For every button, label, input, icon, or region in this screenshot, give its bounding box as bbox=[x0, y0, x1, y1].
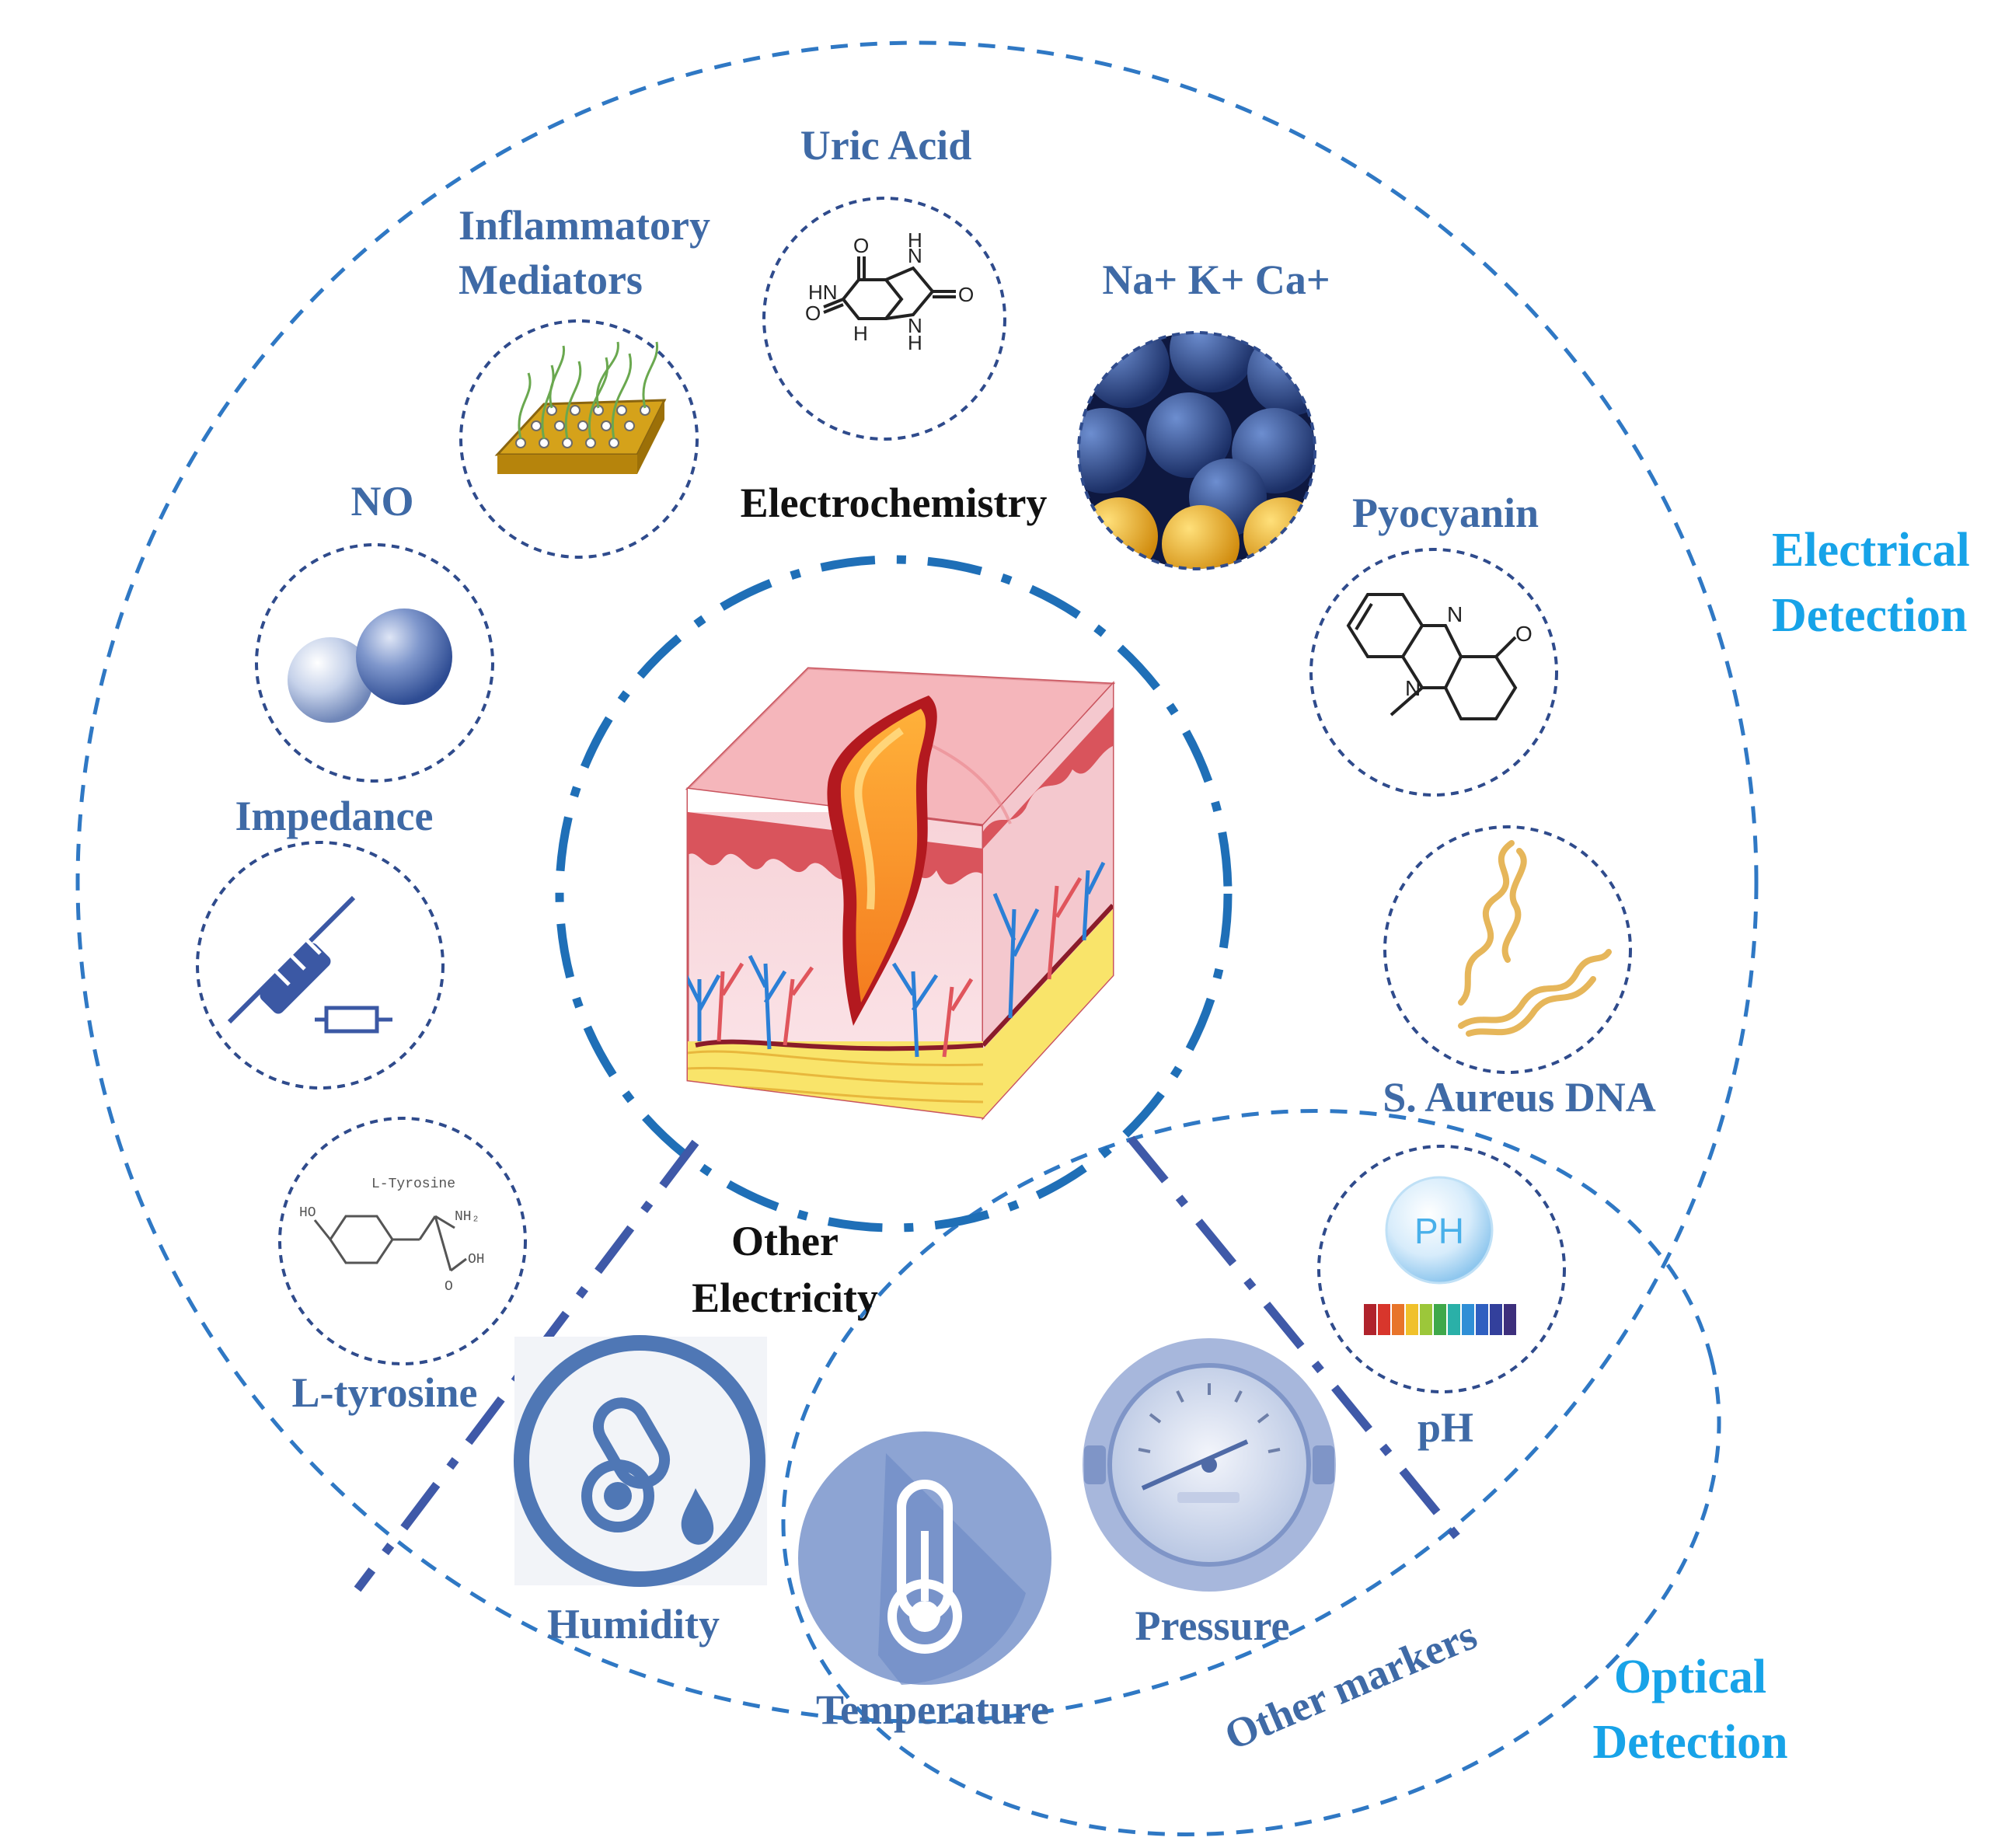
label-impedance: Impedance bbox=[235, 793, 434, 839]
optical-detection-boundary bbox=[781, 1109, 1721, 1836]
inflammatory-circle bbox=[459, 319, 699, 559]
uric-acid-circle bbox=[762, 197, 1006, 441]
no-circle bbox=[255, 543, 494, 783]
other-electricity-divider-left bbox=[354, 1139, 699, 1592]
electrode-array-icon bbox=[494, 341, 667, 474]
l-tyrosine-structure bbox=[313, 1215, 467, 1272]
uric-acid-structure bbox=[823, 256, 956, 320]
center-dashdot-circle bbox=[555, 555, 1233, 1233]
tyr-oh: OH bbox=[468, 1252, 485, 1267]
uric-acid-atoms: O HN O H N H N H O bbox=[805, 228, 974, 354]
uric-o-left: O bbox=[805, 302, 821, 325]
uric-h-bottom: H bbox=[853, 322, 868, 345]
uric-n-top: N bbox=[908, 244, 922, 267]
tyr-ho: HO bbox=[299, 1205, 316, 1221]
tyr-nh2: NH₂ bbox=[455, 1209, 479, 1225]
humidity-icon bbox=[514, 1335, 765, 1587]
label-ions: Na+ K+ Ca+ bbox=[1102, 256, 1330, 303]
no-molecule-icon bbox=[288, 608, 452, 723]
impedance-circle bbox=[196, 841, 445, 1090]
title-optical-1: Optical bbox=[1614, 1651, 1766, 1703]
label-electrochemistry: Electrochemistry bbox=[741, 479, 1048, 526]
uric-hn: HN bbox=[808, 281, 838, 304]
pyocyanin-circle bbox=[1309, 548, 1558, 797]
label-ph: pH bbox=[1417, 1404, 1473, 1451]
uric-n-right: N bbox=[908, 314, 922, 337]
category-labels: Electrochemistry Other Electricity bbox=[692, 479, 1047, 1321]
uric-h-top: H bbox=[908, 228, 922, 252]
pressure-gauge-icon bbox=[1083, 1338, 1336, 1592]
region-titles: Electrical Detection Optical Detection bbox=[1592, 524, 1969, 1769]
ph-circle bbox=[1317, 1145, 1566, 1393]
label-other-electricity-2: Electricity bbox=[692, 1274, 878, 1321]
pyo-n-top: N bbox=[1447, 602, 1463, 626]
temperature-icon bbox=[798, 1431, 1051, 1685]
label-uric-acid: Uric Acid bbox=[800, 122, 971, 169]
dna-circle bbox=[1383, 825, 1632, 1074]
label-pressure: Pressure bbox=[1135, 1602, 1290, 1649]
electrical-detection-boundary bbox=[75, 40, 1759, 1724]
l-tyrosine-atoms: L-Tyrosine HO NH₂ OH O bbox=[299, 1177, 485, 1295]
pyocyanin-atoms: N N O bbox=[1405, 602, 1533, 700]
skin-wound-illustration bbox=[685, 667, 1116, 1121]
label-no: NO bbox=[351, 478, 414, 525]
uric-o-top: O bbox=[853, 234, 869, 257]
ph-badge-text: PH bbox=[1414, 1211, 1464, 1251]
l-tyrosine-circle bbox=[278, 1117, 527, 1365]
label-l-tyrosine: L-tyrosine bbox=[292, 1369, 478, 1416]
tyr-title: L-Tyrosine bbox=[371, 1177, 455, 1192]
label-pyocyanin: Pyocyanin bbox=[1352, 490, 1539, 536]
pyo-n-bottom: N bbox=[1405, 676, 1421, 700]
label-temperature: Temperature bbox=[816, 1686, 1049, 1733]
uric-h-right: H bbox=[908, 331, 922, 354]
label-other-electricity-1: Other bbox=[731, 1218, 839, 1264]
resistor-icon bbox=[227, 895, 392, 1034]
title-electrical-2: Detection bbox=[1772, 589, 1967, 642]
uric-o-right: O bbox=[958, 283, 974, 306]
tyr-o: O bbox=[445, 1279, 453, 1295]
ions-sphere-icon bbox=[1077, 331, 1316, 570]
title-electrical-1: Electrical bbox=[1772, 524, 1970, 577]
pyocyanin-structure bbox=[1346, 593, 1518, 720]
dna-helix-icon bbox=[1458, 840, 1612, 1037]
other-electricity-divider-right bbox=[1127, 1135, 1469, 1550]
label-inflammatory-2: Mediators bbox=[459, 256, 643, 303]
pyo-o: O bbox=[1515, 622, 1533, 646]
labels: Uric Acid Inflammatory Mediators Na+ K+ … bbox=[235, 122, 1656, 1759]
title-optical-2: Detection bbox=[1592, 1716, 1787, 1769]
label-inflammatory-1: Inflammatory bbox=[459, 202, 710, 249]
label-humidity: Humidity bbox=[547, 1601, 720, 1648]
ph-indicator-icon: PH bbox=[1364, 1176, 1516, 1335]
label-s-aureus-dna: S. Aureus DNA bbox=[1383, 1074, 1656, 1121]
